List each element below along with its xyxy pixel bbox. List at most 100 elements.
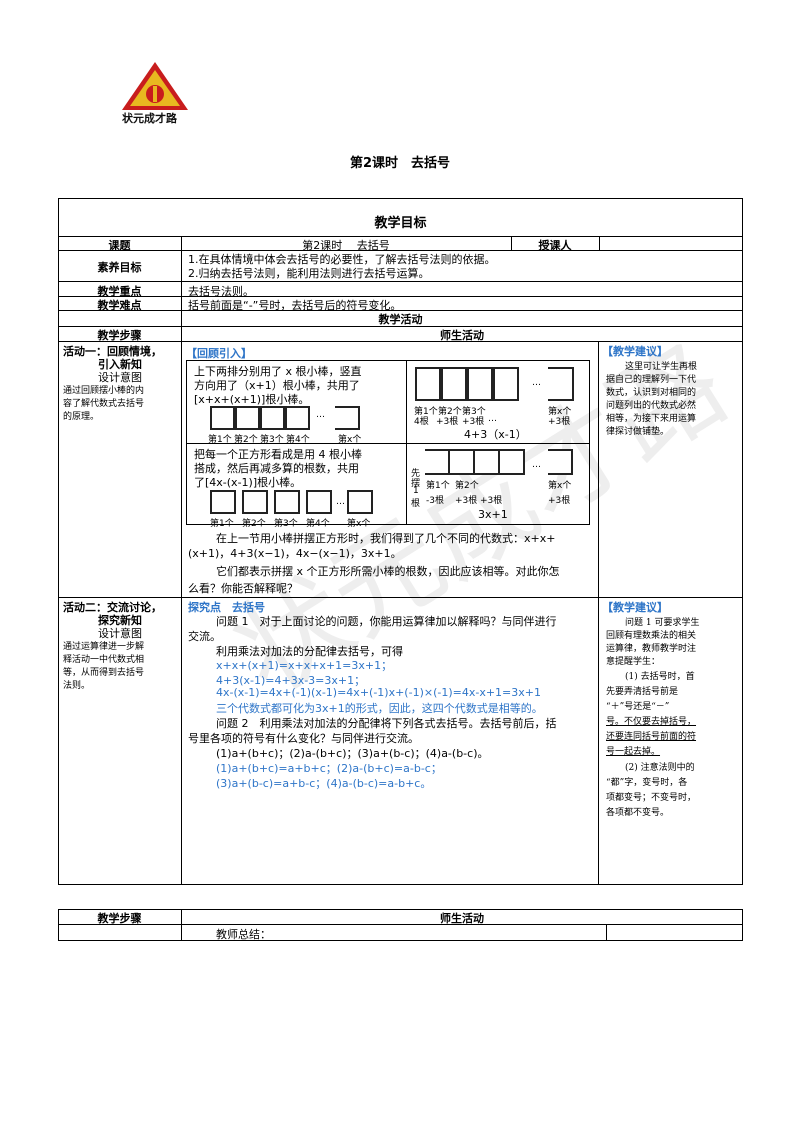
stick-square	[548, 449, 573, 475]
difficulty-value: 括号前面是“-”号时，去括号后的符号变化。	[188, 299, 402, 312]
stick-square	[441, 367, 467, 401]
act2-suggest-8: 号。不仅要去掉括号，	[606, 717, 697, 727]
act1-suggest-2: 据自己的理解列一下代	[606, 375, 697, 385]
para1-line-2: (x+1)，4+3(x−1)，4x−(x−1)，3x+1。	[188, 547, 402, 560]
distributive-intro: 利用乘法对加法的分配律去括号，可得	[216, 645, 403, 658]
box1-line-3: [x+x+(x+1)]根小棒。	[194, 393, 310, 406]
box2-sub-dots: …	[488, 414, 497, 424]
para2-line-2: 么看？你能否解释呢？	[188, 582, 298, 595]
goal-label: 素养目标	[97, 261, 142, 274]
teacher-student-label: 师生活动	[440, 329, 484, 342]
box1-line-2: 方向用了（x+1）根小棒，共用了	[194, 379, 360, 392]
act2-suggest-12: “都”字，变号时，各	[606, 778, 688, 788]
act1-suggest-5: 相等，为接下来用运算	[606, 414, 697, 424]
logo-text: 状元成才路	[122, 112, 177, 125]
illustration-frame	[186, 360, 590, 525]
stick-square	[347, 490, 373, 514]
activity1-title-1: 活动一：回顾情境，	[63, 345, 162, 358]
activity1-intent-3: 的原理。	[63, 412, 100, 422]
stick-square	[274, 490, 300, 514]
activity2-title-1: 活动二：交流讨论，	[63, 601, 162, 614]
steps-label: 教学步骤	[97, 329, 142, 342]
box3-label-1: 第1个	[210, 519, 234, 529]
activity2-title-2: 探究新知	[98, 614, 142, 627]
key-point-label: 教学重点	[97, 285, 142, 298]
lesson-plan-table	[58, 198, 743, 885]
lesson-label: 课题	[108, 239, 131, 252]
logo-emblem-icon	[122, 62, 188, 110]
ellipsis: …	[532, 460, 541, 470]
act2-suggest-13: 项都变号；不变号时，	[606, 793, 697, 803]
teacher-summary: 教师总结：	[216, 928, 271, 941]
box2-formula: 4+3（x-1）	[464, 428, 527, 441]
stick-square	[242, 490, 268, 514]
stick-square	[260, 406, 285, 430]
box2-sub-2: +3根	[436, 417, 459, 427]
stick-square	[335, 406, 360, 430]
box4-side-3: 1	[413, 486, 419, 496]
act1-suggest-4: 问题列出的代数式必然	[606, 401, 697, 411]
box2-sub-3: +3根	[462, 417, 485, 427]
box4-label-1: 第1个	[426, 481, 450, 491]
summary-table	[58, 909, 743, 941]
goal-item-1: 1.在具体情境中体会去括号的必要性，了解去括号法则的依据。	[188, 253, 496, 266]
ellipsis: …	[316, 410, 325, 420]
box3-line-2: 搭成，然后再减多算的根数，共用	[194, 462, 359, 475]
label-4: 第4个	[286, 435, 310, 445]
box3-label-2: 第2个	[242, 519, 266, 529]
act1-suggest-1: 这里可让学生再根	[625, 362, 698, 372]
answer-line-1: (1)a+(b+c)=a+b+c；(2)a-(b+c)=a-b-c；	[216, 762, 442, 775]
stick-square	[235, 406, 260, 430]
box3-line-1: 把每一个正方形看成是用 4 根小棒	[194, 448, 362, 461]
box2-label-x: 第x个	[548, 407, 572, 417]
box1-line-1: 上下两排分别用了 x 根小棒，竖直	[194, 365, 362, 378]
act2-suggest-14: 各项都不变号。	[606, 808, 670, 818]
equation-2: 4+3(x-1)=4+3x-3=3x+1；	[216, 674, 366, 687]
label-3: 第3个	[260, 435, 284, 445]
key-point-value: 去括号法则。	[188, 285, 254, 298]
stick-square	[500, 449, 525, 475]
question1-line-2: 交流。	[188, 630, 221, 643]
act1-suggest-3: 数式，认识到对相同的	[606, 388, 697, 398]
activity1-design-label: 设计意图	[98, 371, 142, 384]
box4-label-x: 第x个	[548, 481, 572, 491]
box2-label-3: 第3个	[462, 407, 486, 417]
stick-square	[210, 490, 236, 514]
act2-suggest-3: 运算律，教师教学时注	[606, 644, 697, 654]
stick-square	[306, 490, 332, 514]
activity1-intent-1: 通过回顾摆小棒的内	[63, 386, 145, 396]
label-x: 第x个	[338, 435, 362, 445]
label-2: 第2个	[234, 435, 258, 445]
act2-suggest-7: “＋”号还是“－”	[606, 702, 670, 712]
equation-3: 4x-(x-1)=4x+(-1)(x-1)=4x+(-1)x+(-1)×(-1)…	[216, 686, 541, 699]
box3-label-4: 第4个	[306, 519, 330, 529]
para1-line-1: 在上一节用小棒拼摆正方形时，我们得到了几个不同的代数式：x+x+	[216, 532, 556, 545]
question2-line-2: 号里各项的符号有什么变化？与同伴进行交流。	[188, 732, 419, 745]
stick-square	[210, 406, 235, 430]
ellipsis: …	[532, 378, 541, 388]
box2-label-2: 第2个	[438, 407, 462, 417]
box4-formula: 3x+1	[478, 508, 508, 521]
table2-ts-label: 师生活动	[440, 912, 484, 925]
ellipsis: …	[336, 497, 345, 507]
lesson-value: 第2课时 去括号	[302, 239, 390, 252]
stick-square	[285, 406, 310, 430]
equation-1: x+x+(x+1)=x+x+x+1=3x+1；	[216, 659, 393, 672]
box4-sub-x: +3根	[548, 496, 571, 506]
act2-suggest-6: 先要弄清括号前是	[606, 687, 679, 697]
stick-square	[493, 367, 519, 401]
activity-header: 教学活动	[378, 313, 423, 326]
activity2-intent-4: 法则。	[63, 681, 91, 691]
box2-sub-x: +3根	[548, 417, 571, 427]
equation-conclusion: 三个代数式都可化为3x+1的形式，因此，这四个代数式是相等的。	[216, 702, 543, 715]
box2-sub-1: 4根	[414, 417, 429, 427]
act2-suggest-2: 回顾有理数乘法的相关	[606, 631, 697, 641]
para2-line-1: 它们都表示拼摆 x 个正方形所需小棒的根数，因此应该相等。对此你怎	[216, 565, 560, 578]
stick-square	[425, 449, 450, 475]
box3-label-x: 第x个	[347, 519, 371, 529]
box4-side-1: 先	[411, 469, 421, 479]
box4-label-2: 第2个	[455, 481, 479, 491]
activity1-intent-2: 容了解代数式去括号	[63, 399, 145, 409]
answer-line-2: (3)a+(b-c)=a+b-c；(4)a-(b-c)=a-b+c。	[216, 777, 432, 790]
difficulty-label: 教学难点	[97, 299, 142, 312]
